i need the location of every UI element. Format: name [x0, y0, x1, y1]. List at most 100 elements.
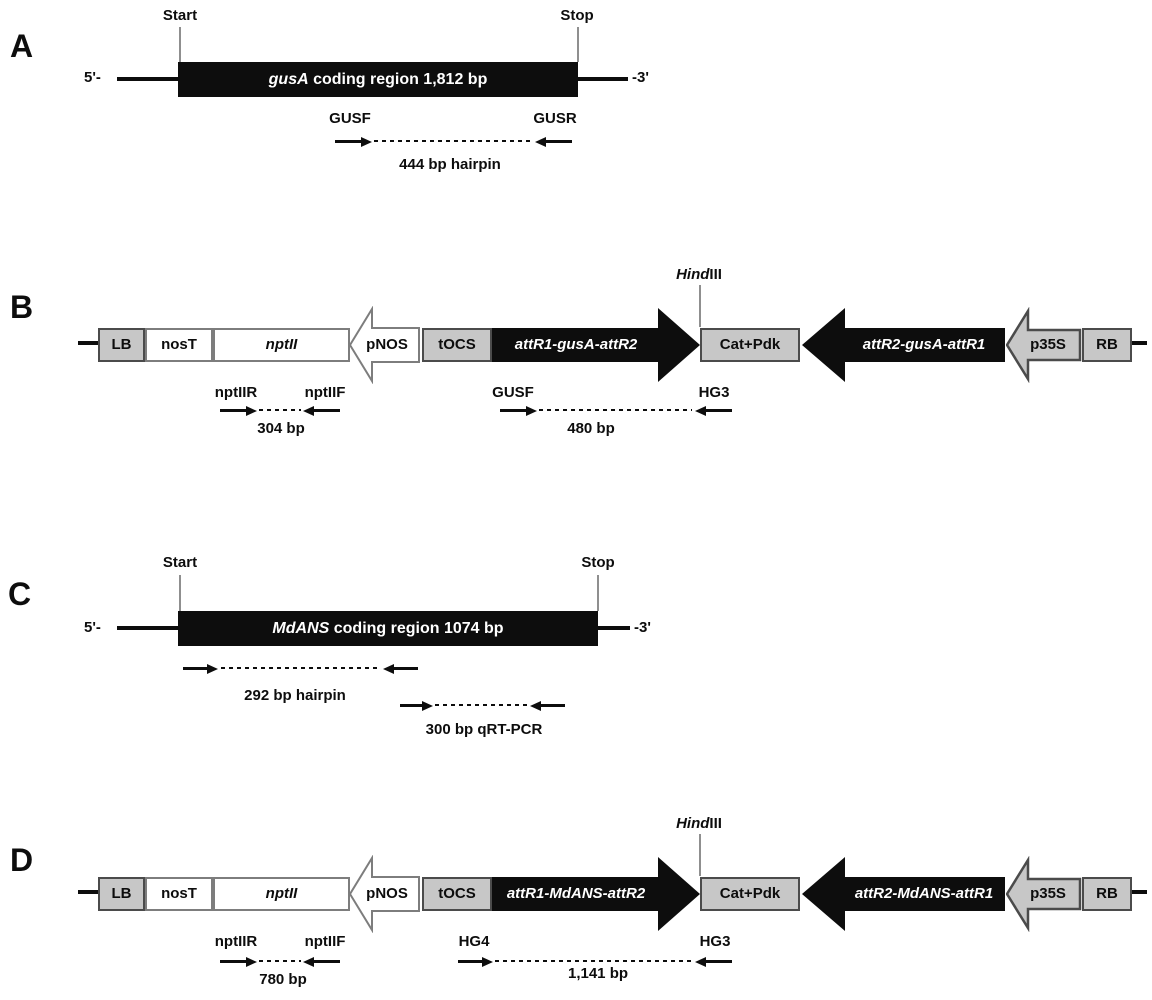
- gusa-coding-region-bar: gusA coding region 1,812 bp: [178, 62, 578, 97]
- p35s-promoter-arrow: [1006, 307, 1082, 383]
- start-codon-label: Start: [162, 554, 198, 571]
- forward-primer-arrow: [335, 136, 372, 147]
- nost-terminator-box: nosT: [145, 877, 213, 911]
- cassette-forward-arrow: [492, 308, 700, 382]
- forward-primer-arrow: [458, 956, 493, 967]
- forward-primer-arrow: [500, 405, 537, 416]
- stop-tick: [577, 27, 579, 62]
- cassette-reverse-arrow: [802, 308, 1005, 382]
- catpdk-intron-box: Cat+Pdk: [700, 877, 800, 911]
- hairpin-size-label: 292 bp hairpin: [244, 687, 346, 704]
- panel-b-letter: B: [10, 289, 34, 325]
- forward-primer-arrow: [400, 700, 433, 711]
- mdans-coding-region-bar: MdANS coding region 1074 bp: [178, 611, 598, 646]
- cassette-reverse-label: attR2-gusA-attR1: [862, 336, 986, 353]
- enzyme-name-italic: Hind: [676, 815, 710, 832]
- catpdk-intron-box: Cat+Pdk: [700, 328, 800, 362]
- panel-a-letter: A: [10, 28, 34, 64]
- panel-c-letter: C: [8, 576, 32, 612]
- amplicon-size-label: 480 bp: [567, 420, 615, 437]
- hindiii-tick: [699, 834, 701, 876]
- right-border-box: RB: [1082, 877, 1132, 911]
- cassette-forward-label: attR1-gusA-attR2: [514, 336, 638, 353]
- tdna-end-line-left: [78, 890, 98, 894]
- primer-gusf-label: GUSF: [492, 384, 534, 401]
- primer-nptiir-label: nptIIR: [214, 384, 258, 401]
- amplicon-dashed-line: [495, 960, 692, 962]
- reverse-primer-arrow: [695, 405, 732, 416]
- five-prime-label: 5'-: [84, 69, 101, 86]
- tocs-terminator-box: tOCS: [422, 328, 492, 362]
- pnos-label: pNOS: [366, 885, 408, 902]
- pnos-label: pNOS: [366, 336, 408, 353]
- tdna-end-line-right: [1132, 341, 1147, 345]
- three-prime-label: -3': [632, 69, 649, 86]
- cassette-forward-arrow: [492, 857, 700, 931]
- reverse-primer-arrow: [303, 405, 340, 416]
- gene-name: gusA: [268, 71, 309, 88]
- reverse-primer-arrow: [530, 700, 565, 711]
- nptii-gene-box: nptII: [213, 328, 350, 362]
- primer-gusr-label: GUSR: [533, 110, 577, 127]
- amplicon-dashed-line: [539, 409, 692, 411]
- five-prime-label: 5'-: [84, 619, 101, 636]
- reverse-primer-arrow: [535, 136, 572, 147]
- amplicon-dashed-line: [374, 140, 533, 142]
- nptii-gene-box: nptII: [213, 877, 350, 911]
- backbone-line-left: [117, 77, 178, 81]
- reverse-primer-arrow: [303, 956, 340, 967]
- reverse-primer-arrow: [383, 663, 418, 674]
- three-prime-label: -3': [634, 619, 651, 636]
- primer-nptiir-label: nptIIR: [214, 933, 258, 950]
- stop-codon-label: Stop: [560, 7, 594, 24]
- forward-primer-arrow: [220, 405, 257, 416]
- p35s-label: p35S: [1030, 336, 1066, 353]
- cassette-reverse-label: attR2-MdANS-attR1: [854, 885, 994, 902]
- enzyme-name-plain: III: [709, 266, 722, 283]
- tdna-end-line-right: [1132, 890, 1147, 894]
- primer-nptiif-label: nptIIF: [304, 384, 346, 401]
- amplicon-dashed-line: [435, 704, 528, 706]
- backbone-line-left: [117, 626, 178, 630]
- amplicon-size-label: 444 bp hairpin: [399, 156, 501, 173]
- hindiii-site-label: HindIII: [646, 815, 752, 832]
- cassette-forward-label: attR1-MdANS-attR2: [506, 885, 646, 902]
- start-codon-label: Start: [162, 7, 198, 24]
- pnos-promoter-arrow: [349, 306, 420, 384]
- cassette-reverse-arrow: [802, 857, 1005, 931]
- enzyme-name-italic: Hind: [676, 266, 710, 283]
- primer-hg3-label: HG3: [699, 933, 731, 950]
- gene-name: MdANS: [272, 620, 330, 637]
- primer-hg3-label: HG3: [698, 384, 730, 401]
- left-border-box: LB: [98, 877, 145, 911]
- hindiii-site-label: HindIII: [646, 266, 752, 283]
- right-border-box: RB: [1082, 328, 1132, 362]
- reverse-primer-arrow: [695, 956, 732, 967]
- amplicon-size-label: 304 bp: [257, 420, 305, 437]
- start-tick: [179, 27, 181, 62]
- amplicon-size-label: 1,141 bp: [567, 965, 629, 982]
- stop-codon-label: Stop: [581, 554, 615, 571]
- forward-primer-arrow: [183, 663, 218, 674]
- backbone-line-right: [578, 77, 628, 81]
- panel-d-letter: D: [10, 842, 34, 878]
- left-border-box: LB: [98, 328, 145, 362]
- forward-primer-arrow: [220, 956, 257, 967]
- primer-hg4-label: HG4: [458, 933, 490, 950]
- p35s-label: p35S: [1030, 885, 1066, 902]
- primer-nptiif-label: nptIIF: [304, 933, 346, 950]
- amplicon-dashed-line: [259, 960, 301, 962]
- bar-label-text: coding region 1074 bp: [329, 620, 504, 637]
- nost-terminator-box: nosT: [145, 328, 213, 362]
- hindiii-tick: [699, 285, 701, 327]
- enzyme-name-plain: III: [709, 815, 722, 832]
- p35s-promoter-arrow: [1006, 856, 1082, 932]
- qrtpcr-size-label: 300 bp qRT-PCR: [425, 721, 543, 738]
- tocs-terminator-box: tOCS: [422, 877, 492, 911]
- amplicon-size-label: 780 bp: [259, 971, 307, 988]
- amplicon-dashed-line: [259, 409, 301, 411]
- backbone-line-right: [598, 626, 630, 630]
- stop-tick: [597, 575, 599, 611]
- primer-gusf-label: GUSF: [329, 110, 371, 127]
